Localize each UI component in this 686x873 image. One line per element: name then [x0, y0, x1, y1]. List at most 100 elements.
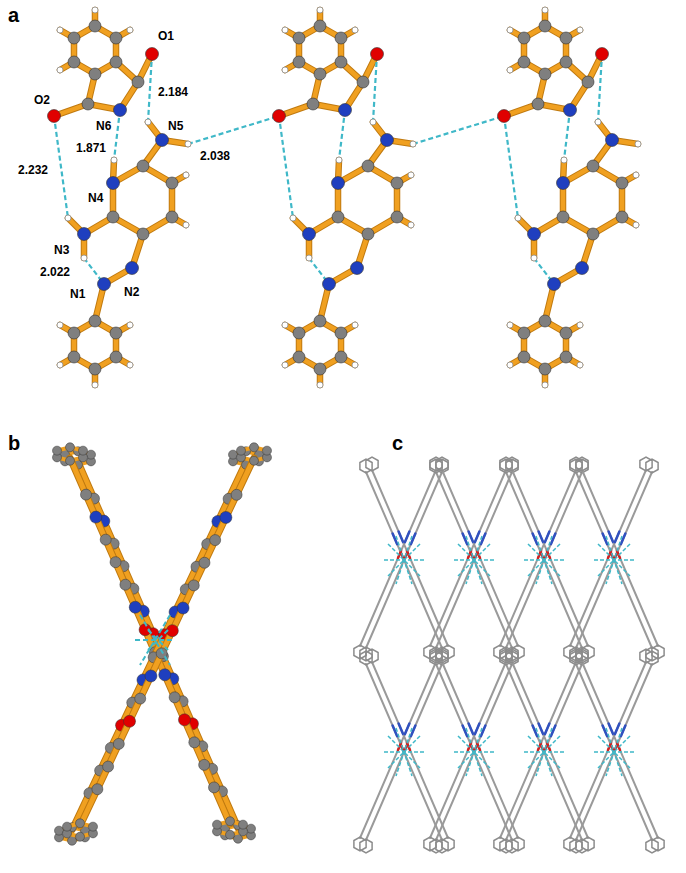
atom	[370, 119, 376, 125]
atom	[82, 98, 94, 110]
hydrogen-bond	[54, 116, 68, 218]
atom	[596, 48, 609, 61]
atom	[314, 68, 326, 80]
atom	[92, 382, 98, 388]
nitrogen-wire	[539, 532, 544, 543]
phenyl-ring-wire	[582, 837, 594, 851]
atom	[335, 327, 347, 339]
atom	[188, 580, 199, 591]
molecule-wire	[436, 664, 512, 840]
atom	[307, 98, 319, 110]
nitrogen-wire	[545, 532, 550, 543]
atom	[48, 110, 61, 123]
phenyl-ring-wire	[576, 457, 588, 471]
atom	[498, 110, 511, 123]
phenyl-ring-wire	[640, 649, 652, 663]
atom	[199, 759, 210, 770]
atom	[76, 819, 85, 828]
atom	[352, 322, 358, 328]
molecule-edge-view	[55, 447, 264, 846]
molecule-wire	[366, 472, 442, 648]
atom	[539, 363, 551, 375]
phenyl-ring-wire	[354, 837, 366, 851]
bond-outline	[72, 462, 246, 830]
atom	[169, 692, 180, 703]
atom	[595, 119, 601, 125]
hydrogen-bond	[396, 728, 412, 776]
atom	[408, 222, 414, 228]
atom	[98, 278, 111, 291]
atom	[111, 157, 117, 163]
atom	[335, 32, 347, 44]
atom	[352, 27, 358, 33]
atom-label: N2	[124, 286, 139, 299]
atom	[542, 7, 548, 13]
molecule-wire	[500, 470, 576, 646]
nitrogen-wire	[405, 724, 410, 735]
atom	[68, 327, 80, 339]
molecule-wire	[430, 470, 506, 646]
atom	[332, 177, 345, 190]
nitrogen-wire	[399, 724, 404, 735]
phenyl-ring-wire	[366, 457, 378, 471]
atom	[65, 215, 71, 221]
molecule-wire	[582, 662, 658, 838]
molecule-wire	[366, 472, 442, 648]
hydrogen-bond	[396, 536, 412, 584]
atom	[352, 362, 358, 368]
atom	[351, 262, 364, 275]
molecule-wire	[576, 664, 652, 840]
nitrogen-wire	[609, 724, 614, 735]
atom	[391, 177, 403, 189]
atom	[507, 67, 513, 73]
atom	[183, 172, 189, 178]
hydrogen-bond	[114, 110, 120, 160]
molecule-wire	[360, 662, 436, 838]
molecule-wire	[442, 662, 518, 838]
nitrogen-wire	[475, 724, 480, 735]
atom	[126, 262, 139, 275]
molecule-wire	[360, 470, 436, 646]
atom	[66, 456, 75, 465]
atom	[515, 215, 521, 221]
atom	[531, 255, 537, 261]
hydrogen-bond	[148, 54, 152, 122]
atom	[282, 362, 288, 368]
atom	[250, 443, 259, 452]
atom	[110, 351, 122, 363]
panel-letter: a	[8, 4, 19, 26]
atom	[110, 557, 121, 568]
molecule-wire	[512, 662, 588, 838]
bond	[72, 462, 246, 830]
atom	[237, 446, 246, 455]
atom	[178, 714, 190, 726]
bond	[80, 458, 254, 826]
atom	[110, 327, 122, 339]
hydrogen-bond	[536, 536, 552, 584]
molecule-wire	[512, 470, 588, 646]
atom	[137, 160, 149, 172]
atom	[53, 446, 62, 455]
atom	[57, 322, 63, 328]
bond-layer	[54, 10, 638, 385]
atom	[507, 322, 513, 328]
molecule-wire	[372, 470, 448, 646]
atom	[86, 450, 95, 459]
nitrogen-wire	[399, 532, 404, 543]
atom	[120, 579, 131, 590]
atom	[314, 363, 326, 375]
molecule-wire	[506, 664, 582, 840]
phenyl-ring-wire	[506, 457, 518, 471]
atom	[124, 715, 136, 727]
atom	[127, 27, 133, 33]
phenyl-ring-wire	[494, 837, 506, 851]
atom	[635, 141, 641, 147]
bond-distance: 1.871	[76, 142, 106, 155]
atom	[293, 56, 305, 68]
nitrogen-wire	[615, 724, 620, 735]
atom	[88, 822, 97, 831]
hydrogen-bond	[466, 728, 482, 776]
molecule-wire	[366, 664, 442, 840]
atom	[282, 27, 288, 33]
hydrogen-bond	[188, 116, 279, 144]
